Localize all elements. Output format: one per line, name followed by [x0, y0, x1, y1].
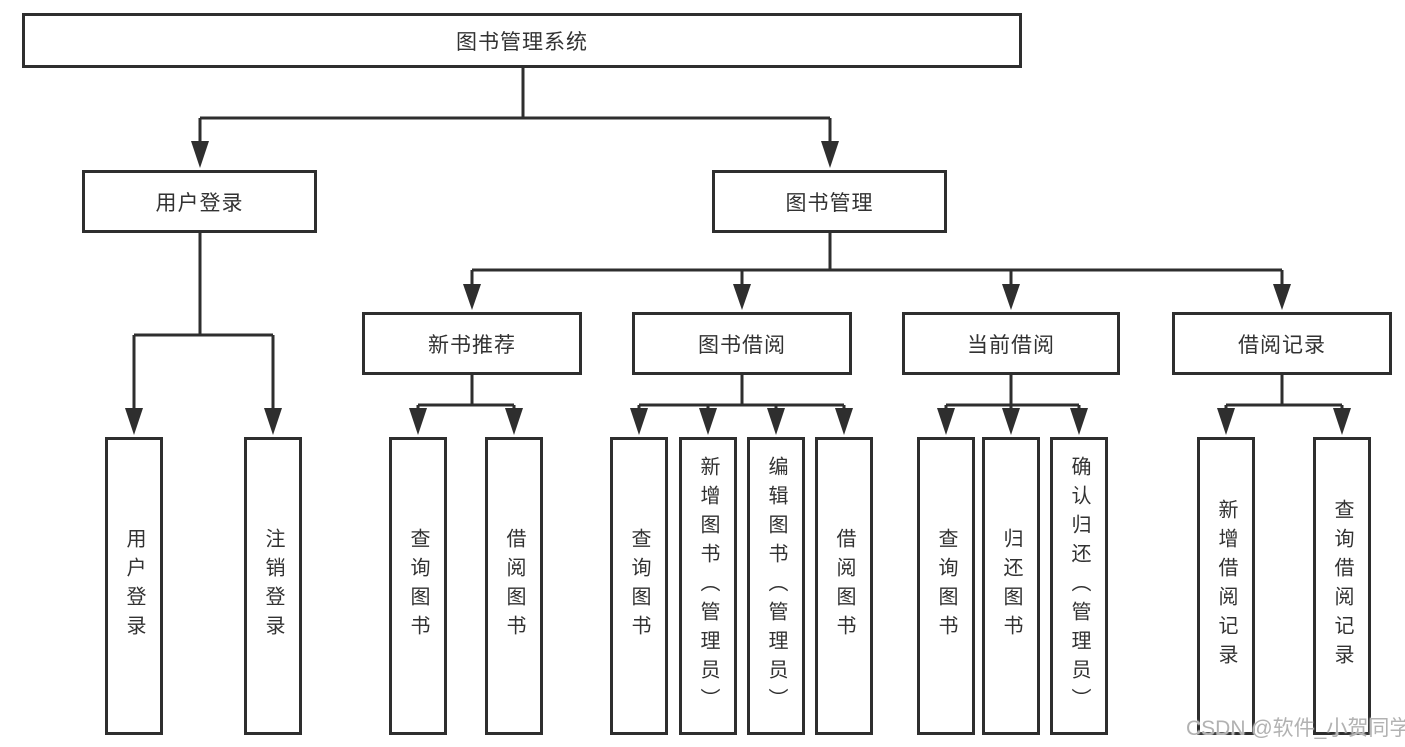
node-leaf-add-books-admin-label: 新增图书（管理员） — [697, 455, 719, 717]
node-borrow-record-label: 借阅记录 — [1238, 333, 1326, 357]
node-user-login: 用户登录 — [82, 170, 317, 233]
node-leaf-add-borrow-record-label: 新增借阅记录 — [1215, 499, 1237, 673]
node-leaf-confirm-return-admin: 确认归还（管理员） — [1050, 437, 1108, 735]
node-leaf-borrow-books-2-label: 借阅图书 — [833, 528, 855, 644]
node-leaf-query-books-3-label: 查询图书 — [935, 528, 957, 644]
node-system-root-label: 图书管理系统 — [456, 30, 588, 54]
node-leaf-return-books: 归还图书 — [982, 437, 1040, 735]
node-leaf-edit-books-admin-label: 编辑图书（管理员） — [765, 455, 787, 717]
node-leaf-confirm-return-admin-label: 确认归还（管理员） — [1068, 455, 1090, 717]
node-leaf-edit-books-admin: 编辑图书（管理员） — [747, 437, 805, 735]
node-leaf-query-books-1: 查询图书 — [389, 437, 447, 735]
node-leaf-query-books-2: 查询图书 — [610, 437, 668, 735]
node-book-borrow: 图书借阅 — [632, 312, 852, 375]
node-leaf-user-login-label: 用户登录 — [123, 528, 145, 644]
node-leaf-logout: 注销登录 — [244, 437, 302, 735]
node-leaf-return-books-label: 归还图书 — [1000, 528, 1022, 644]
node-current-borrow-label: 当前借阅 — [967, 333, 1055, 357]
node-leaf-query-books-1-label: 查询图书 — [407, 528, 429, 644]
node-leaf-query-borrow-record: 查询借阅记录 — [1313, 437, 1371, 735]
node-current-borrow: 当前借阅 — [902, 312, 1120, 375]
node-user-login-label: 用户登录 — [155, 191, 244, 215]
node-leaf-user-login: 用户登录 — [105, 437, 163, 735]
node-leaf-add-books-admin: 新增图书（管理员） — [679, 437, 737, 735]
node-leaf-add-borrow-record: 新增借阅记录 — [1197, 437, 1255, 735]
node-book-management-label: 图书管理 — [785, 191, 874, 215]
csdn-watermark: CSDN @软件_小贺同学 — [1186, 717, 1405, 740]
node-leaf-query-books-3: 查询图书 — [917, 437, 975, 735]
node-new-book-recommend: 新书推荐 — [362, 312, 582, 375]
node-leaf-borrow-books-2: 借阅图书 — [815, 437, 873, 735]
node-book-management: 图书管理 — [712, 170, 947, 233]
node-leaf-query-borrow-record-label: 查询借阅记录 — [1331, 499, 1353, 673]
node-leaf-logout-label: 注销登录 — [262, 528, 284, 644]
node-leaf-borrow-books-1-label: 借阅图书 — [503, 528, 525, 644]
node-book-borrow-label: 图书借阅 — [698, 333, 786, 357]
node-leaf-query-books-2-label: 查询图书 — [628, 528, 650, 644]
node-new-book-recommend-label: 新书推荐 — [428, 333, 516, 357]
node-system-root: 图书管理系统 — [22, 13, 1022, 68]
node-leaf-borrow-books-1: 借阅图书 — [485, 437, 543, 735]
arrowheads — [125, 141, 1351, 435]
node-borrow-record: 借阅记录 — [1172, 312, 1392, 375]
